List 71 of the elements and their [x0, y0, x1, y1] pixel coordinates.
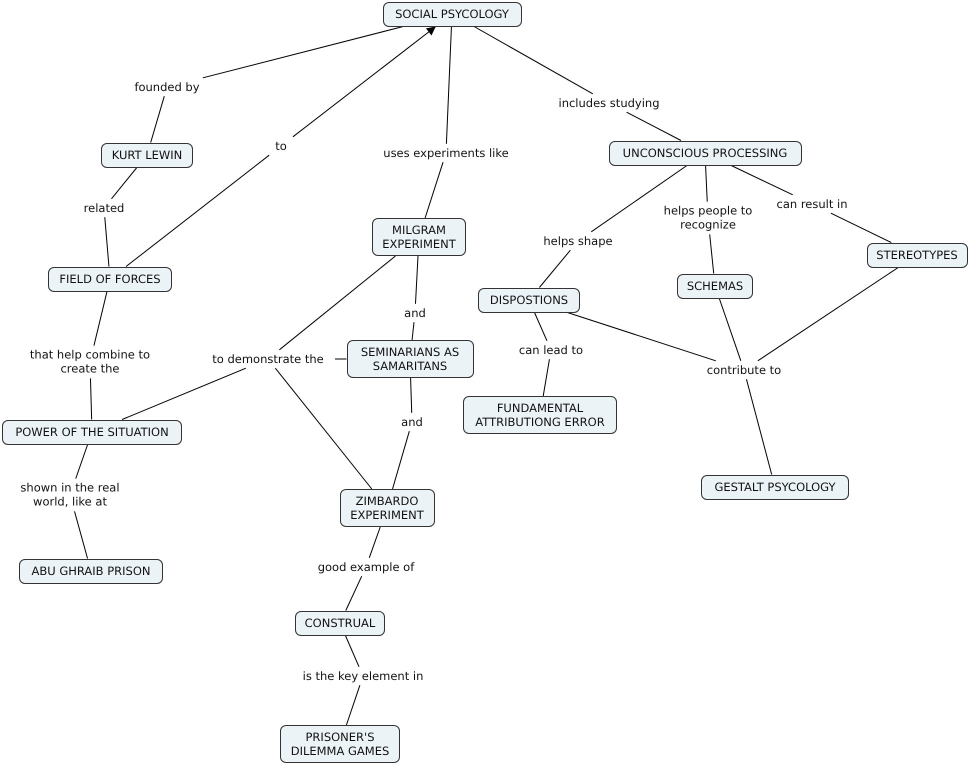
linking-phrase: includes studying	[546, 96, 672, 110]
linking-phrase: and	[392, 414, 432, 430]
connector-line	[392, 430, 410, 490]
connector-line	[345, 576, 362, 611]
connector-line	[278, 256, 396, 350]
connector-line	[626, 112, 682, 141]
linking-phrase: related	[74, 200, 134, 216]
concept-box: ZIMBARDO EXPERIMENT	[340, 489, 434, 527]
concept-box: SEMINARIANS AS SAMARITANS	[346, 340, 474, 378]
connector-line	[705, 165, 708, 202]
concept-box: MILGRAM EXPERIMENT	[372, 218, 466, 256]
connector-line	[590, 165, 688, 232]
connector-line	[730, 165, 794, 196]
concept-box: PRISONER'S DILEMMA GAMES	[280, 725, 400, 763]
connector-line	[90, 378, 92, 420]
connector-line	[75, 444, 88, 480]
connector-line	[93, 291, 108, 346]
connector-line	[202, 26, 404, 78]
connector-line	[334, 358, 347, 360]
connector-line	[414, 256, 418, 304]
connector-line	[718, 298, 742, 362]
connector-line	[346, 684, 360, 726]
connector-line	[474, 26, 594, 94]
linking-phrase: can result in	[762, 196, 862, 212]
linking-phrase: to	[266, 138, 296, 154]
connector-line	[126, 154, 270, 267]
linking-phrase: founded by	[122, 80, 212, 94]
connector-line	[122, 368, 246, 420]
concept-box: SCHEMAS	[677, 274, 753, 298]
connector-line	[74, 510, 88, 559]
concept-box: FIELD OF FORCES	[48, 266, 172, 292]
connector-line	[746, 378, 772, 475]
connector-line	[274, 368, 372, 490]
connector-line	[110, 167, 138, 200]
connector-line	[566, 312, 716, 362]
connector-line	[292, 26, 436, 138]
linking-phrase: and	[395, 306, 435, 320]
linking-phrase: to demonstrate the	[203, 352, 333, 366]
concept-box: KURT LEWIN	[101, 142, 193, 168]
connector-line	[150, 96, 165, 143]
linking-phrase: helps people to recognize	[660, 204, 756, 232]
linking-phrase: that help combine to create the	[20, 348, 160, 376]
concept-box: FUNDAMENTAL ATTRIBUTIONG ERROR	[463, 396, 617, 434]
concept-box: POWER OF THE SITUATION	[2, 420, 182, 444]
connector-line	[368, 526, 381, 558]
concept-box: UNCONSCIOUS PROCESSING	[608, 140, 802, 166]
linking-phrase: uses experiments like	[371, 146, 521, 160]
connector-line	[446, 26, 452, 144]
connector-line	[538, 250, 571, 288]
linking-phrase: is the key element in	[288, 668, 438, 684]
connector-line	[104, 216, 110, 267]
connector-line	[757, 267, 899, 362]
linking-phrase: can lead to	[506, 342, 596, 358]
linking-phrase: good example of	[308, 560, 424, 574]
connector-line	[424, 162, 444, 218]
linking-phrase: helps shape	[533, 234, 623, 248]
concept-box: CONSTRUAL	[295, 610, 385, 636]
connector-line	[534, 312, 548, 342]
concept-box: GESTALT PSYCOLOGY	[701, 474, 849, 500]
connector-line	[344, 635, 360, 668]
concept-box: DISPOSTIONS	[478, 288, 580, 312]
connector-line	[709, 234, 714, 274]
connector-line	[830, 212, 892, 243]
connector-line	[412, 322, 414, 340]
connector-line	[410, 378, 412, 414]
connector-line	[542, 358, 550, 396]
linking-phrase: shown in the real world, like at	[10, 480, 130, 510]
concept-box: ABU GHRAIB PRISON	[19, 558, 163, 584]
linking-phrase: contribute to	[694, 362, 794, 378]
concept-box: STEREOTYPES	[866, 242, 968, 268]
concept-box: SOCIAL PSYCOLOGY	[382, 2, 522, 26]
